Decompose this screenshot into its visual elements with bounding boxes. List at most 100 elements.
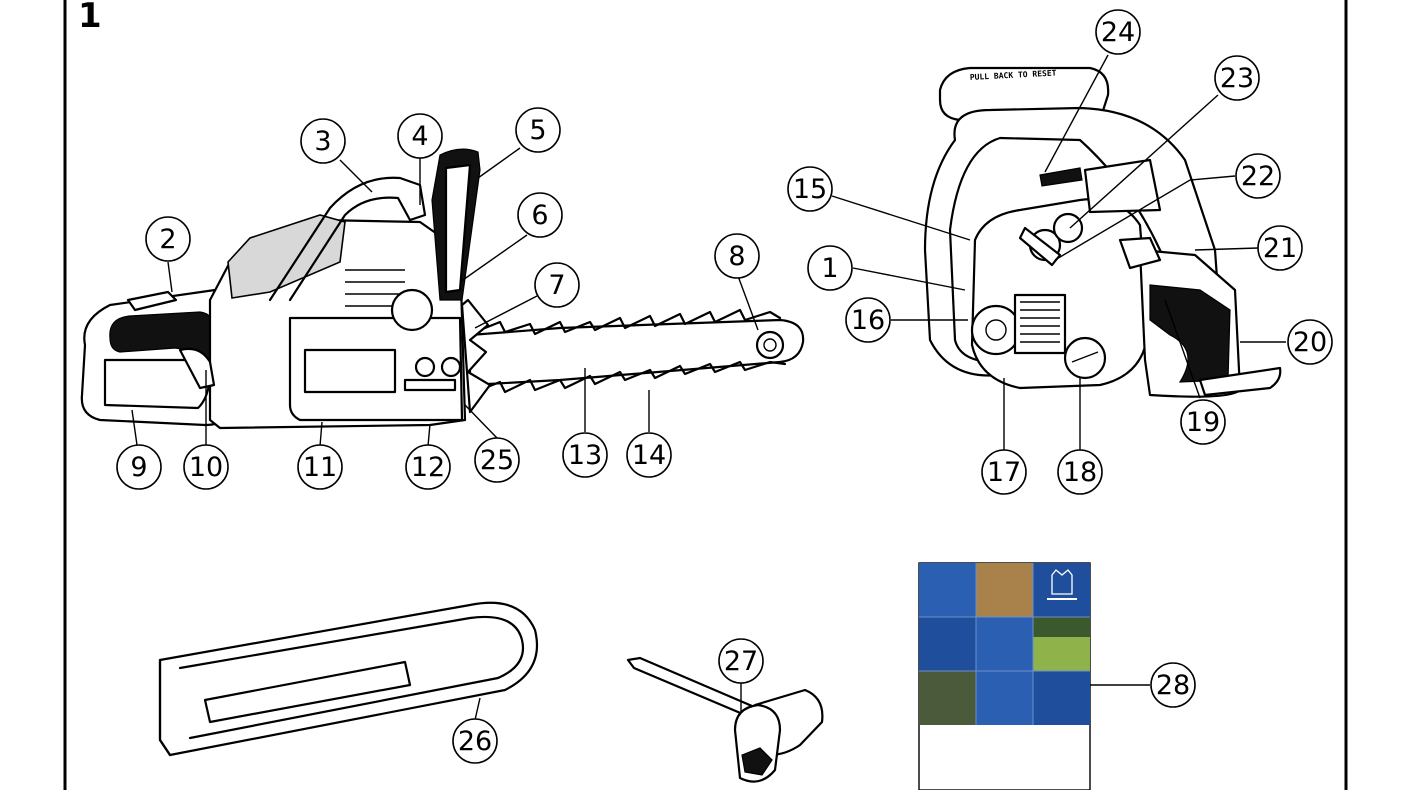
bar-nut-2 (440, 356, 462, 378)
callout-24: 24 (1095, 9, 1141, 55)
husqvarna-crown-logo (1051, 569, 1073, 595)
chainsaw-rear-view: PULL BACK TO RESET (923, 66, 1282, 398)
leader-12 (427, 423, 431, 447)
callout-bubble (1214, 55, 1260, 101)
chainsaw-side-view (80, 148, 805, 430)
leader-24 (1044, 54, 1109, 173)
callout-number: 24 (1101, 17, 1135, 48)
callout-7: 7 (534, 262, 580, 308)
callout-number: 9 (130, 452, 147, 483)
callout-number: 25 (480, 445, 514, 476)
callout-bubble (714, 233, 760, 279)
chain-tensioner (403, 378, 457, 392)
callout-bubble (1180, 399, 1226, 445)
callout-bubble (405, 444, 451, 490)
operators-manual (918, 562, 1091, 790)
callout-5: 5 (515, 107, 561, 153)
bar-nut-1 (414, 356, 436, 378)
leader-7 (474, 295, 538, 329)
kickback-burst (460, 298, 492, 414)
callout-bubble (787, 166, 833, 212)
callout-bubble (452, 718, 498, 764)
callout-bubble (534, 262, 580, 308)
cover-cell (976, 617, 1033, 671)
leader-25 (464, 404, 498, 439)
callout-bubble (562, 432, 608, 478)
throttle-lockout (126, 290, 178, 312)
bar-guard-end (158, 658, 172, 757)
callout-16: 16 (845, 297, 891, 343)
leader-5 (477, 147, 521, 179)
callout-18: 18 (1057, 449, 1103, 495)
cover-cell (1033, 671, 1090, 725)
callout-15: 15 (787, 166, 833, 212)
cover-photo-forest (919, 671, 976, 725)
primer-bulb (1052, 212, 1084, 244)
rear-grip-rubber (1149, 284, 1231, 383)
callout-number: 28 (1156, 670, 1190, 701)
leader-1 (852, 267, 966, 291)
chain-bottom (478, 360, 787, 394)
rear-foot (1198, 366, 1282, 397)
cylinder-cover (227, 214, 346, 299)
callout-number: 17 (987, 457, 1021, 488)
callout-number: 4 (411, 121, 428, 152)
callout-4: 4 (397, 113, 443, 159)
leader-6 (459, 234, 528, 283)
callout-3: 3 (300, 118, 346, 164)
leader-15 (831, 195, 971, 241)
callout-28: 28 (1150, 662, 1196, 708)
callout-bubble (517, 192, 563, 238)
callout-bubble (1150, 662, 1196, 708)
cover-grid (919, 563, 1090, 725)
leader-19 (1164, 299, 1201, 399)
callout-number: 16 (851, 305, 885, 336)
bar-guard-inner-edge (178, 615, 525, 740)
callout-11: 11 (297, 444, 343, 490)
callout-bubble (145, 216, 191, 262)
callout-22: 22 (1235, 153, 1281, 199)
cover-photo-trees (1033, 617, 1090, 637)
callout-21: 21 (1257, 225, 1303, 271)
cover-cell (976, 671, 1033, 725)
cover-brand-line (1047, 598, 1077, 600)
leader-3 (339, 159, 373, 193)
figure-number: 1 (78, 0, 102, 36)
callout-number: 5 (529, 115, 546, 146)
callout-bubble (981, 449, 1027, 495)
callout-bubble (297, 444, 343, 490)
callout-bubble (718, 638, 764, 684)
leader-9 (131, 409, 138, 446)
top-cover-slot (1039, 167, 1083, 187)
callout-number: 10 (189, 452, 223, 483)
callout-26: 26 (452, 718, 498, 764)
callout-25: 25 (474, 437, 520, 483)
callout-number: 12 (411, 452, 445, 483)
stop-switch (1018, 226, 1062, 267)
callout-8: 8 (714, 233, 760, 279)
guide-bar (468, 318, 805, 387)
callout-number: 3 (314, 126, 331, 157)
callout-number: 27 (724, 646, 758, 677)
callout-bubble (1257, 225, 1303, 271)
leader-lines (131, 54, 1286, 721)
combination-spanner (626, 656, 824, 783)
leader-2 (167, 261, 173, 293)
callout-number: 23 (1220, 63, 1254, 94)
bar-guard (158, 601, 539, 757)
nose-sprocket-hub (763, 338, 777, 352)
callout-number: 15 (793, 174, 827, 205)
callout-number: 22 (1241, 161, 1275, 192)
callout-27: 27 (718, 638, 764, 684)
leader-22 (1054, 175, 1236, 261)
callout-number: 11 (303, 452, 337, 483)
cover-cell (1033, 563, 1090, 617)
callout-bubble (845, 297, 891, 343)
callout-number: 26 (458, 726, 492, 757)
top-cover (1083, 158, 1162, 214)
spanner-hex (741, 747, 773, 776)
callout-bubble (626, 432, 672, 478)
callout-6: 6 (517, 192, 563, 238)
